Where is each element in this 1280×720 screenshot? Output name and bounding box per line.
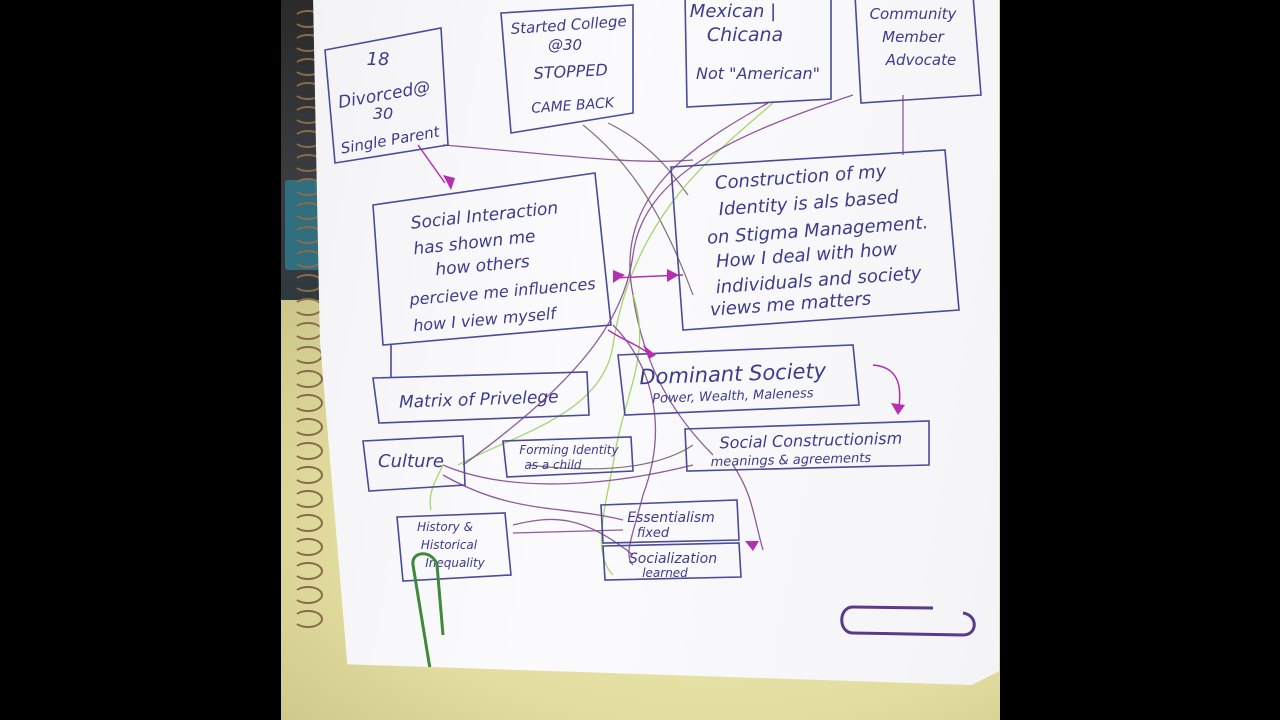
binder-ring [293,514,323,532]
essentialism-line1: Essentialism [627,510,715,526]
link-purple-socialization [612,324,657,566]
link-college-down [607,122,689,196]
college-line4: CAME BACK [531,95,617,117]
arrowhead-constructionism [891,403,905,415]
dominant-line2: Power, Wealth, Maleness [652,386,814,407]
box-college: Started College @30 STOPPED CAME BACK [500,4,634,134]
ethnicity-line3: Not "American" [696,64,820,83]
binder-ring [293,466,323,484]
binder-ring [293,298,323,316]
link-history-essentialism [512,529,624,534]
box-forming: Forming Identity as a child [502,436,634,478]
box-construction: Construction of my Identity is als based… [670,149,960,331]
community-line3: Advocate [885,51,956,69]
box-community: Community Member Advocate [854,0,982,104]
link-personal-construction [442,144,694,162]
binder-ring [293,370,323,388]
culture-line1: Culture [378,451,444,472]
constructionism-line1: Social Constructionism [719,429,902,453]
link-culture-constructionism [442,464,694,485]
social-interaction-line3: how others [435,252,531,280]
history-line3: Inequality [425,556,485,570]
box-matrix: Matrix of Privelege [372,345,590,424]
box-social-interaction: Social Interaction has shown me how othe… [372,172,612,346]
link-culture-history [429,464,444,511]
binder-ring [293,322,323,340]
socialization-line1: Socialization [629,551,717,567]
forming-line1: Forming Identity [519,443,619,457]
history-line1: History & [417,520,473,534]
constructionism-line2: meanings & agreements [710,451,871,470]
ethnicity-line2: Chicana [707,24,783,46]
link-ethnicity-constructionism [629,102,769,456]
binder-ring [293,538,323,556]
binder-ring [293,586,323,604]
community-line2: Member [882,28,945,46]
binder-ring [293,418,323,436]
binder-ring [293,562,323,580]
photo: 18 Divorced@ 30 Single Parent Started Co… [281,0,1000,720]
forming-line2: as a child [524,458,581,472]
letterbox-left [0,0,281,720]
box-ethnicity: Mexican | Chicana Not "American" [684,0,832,108]
arrowhead-socialization [745,541,759,551]
personal-line3: 30 [373,104,393,123]
arrowhead-left [613,270,625,283]
link-college-construction [582,124,694,296]
binder-ring [293,442,323,460]
box-culture: Culture [362,435,466,492]
binder-ring [293,394,323,412]
link-constructionism-socialization [732,464,764,551]
letterbox-right [1000,0,1280,720]
paper-sheet: 18 Divorced@ 30 Single Parent Started Co… [313,0,999,685]
arrow-to-dominant [607,329,649,354]
concept-map: 18 Divorced@ 30 Single Parent Started Co… [324,0,982,676]
history-line2: Historical [421,538,478,552]
binder-ring [293,490,323,508]
purple-paperclip [840,605,976,637]
binder-ring [293,346,323,364]
link-community-culture [462,94,854,466]
college-line3: STOPPED [533,60,608,83]
arrowheads [443,175,905,551]
link-ethnicity-culture [457,102,774,466]
box-essentialism: Essentialism fixed [600,499,740,544]
social-interaction-line1: Social Interaction [410,198,559,233]
ethnicity-line1: Mexican | [690,1,776,22]
community-line1: Community [870,5,958,23]
box-personal: 18 Divorced@ 30 Single Parent [324,27,449,164]
college-line1: Started College [510,12,627,38]
arrowhead-dominant [643,345,656,359]
link-green-socialization [600,294,641,576]
arrowhead-interaction [443,175,455,190]
dominant-line1: Dominant Society [639,359,827,390]
personal-line4: Single Parent [339,122,442,157]
social-interaction-line5: how I view myself [412,304,559,336]
essentialism-line2: fixed [637,526,670,541]
box-socialization: Socialization learned [602,542,742,581]
college-line2: @30 [548,36,582,54]
socialization-line2: learned [642,566,688,580]
matrix-line1: Matrix of Privelege [399,387,559,413]
personal-line1: 18 [367,49,390,70]
box-history: History & Historical Inequality [396,512,512,582]
binder-ring [293,274,323,292]
arrowhead-right [667,269,679,282]
green-paperclip [411,552,445,676]
box-constructionism: Social Constructionism meanings & agreem… [684,420,930,472]
link-history-socialization [512,518,634,556]
binder-ring [293,610,323,628]
link-forming-constructionism [527,444,694,470]
arrow-personal-interaction [417,144,446,184]
